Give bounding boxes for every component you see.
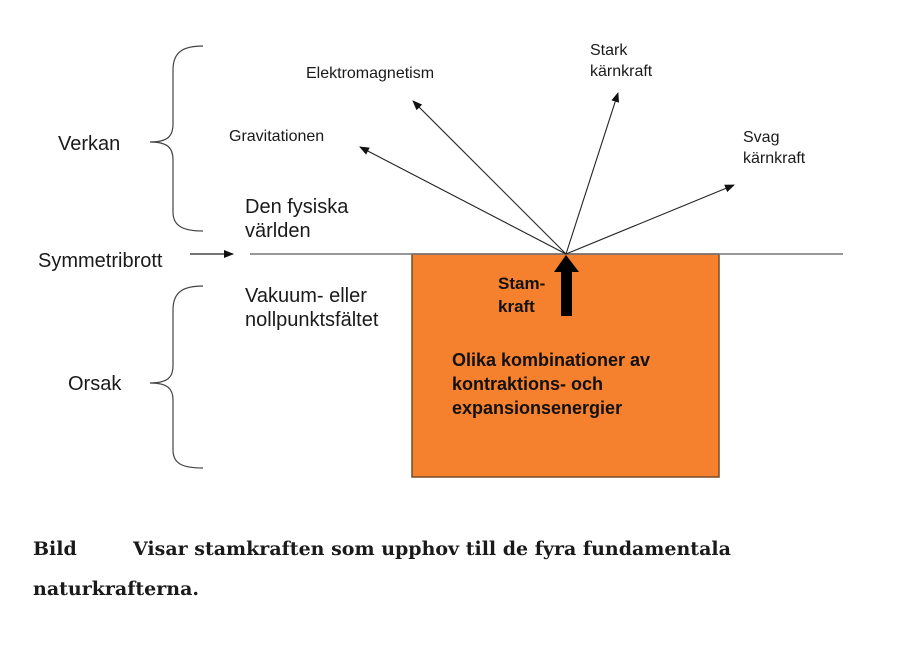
gravitation-label: Gravitationen xyxy=(229,128,325,145)
vacuum-field-line-2: nollpunktsfältet xyxy=(245,309,379,331)
cause-label: Orsak xyxy=(68,373,122,395)
vacuum-field-line-1: Vakuum- eller xyxy=(245,285,367,307)
vacuum-field-label: Vakuum- eller nollpunktsfältet xyxy=(245,284,378,332)
stem-force-line-1: Stam- xyxy=(498,274,546,293)
energy-description-line-3: expansionsenergier xyxy=(452,398,623,418)
strong-nuclear-arrow xyxy=(565,92,620,255)
physical-world-line-1: Den fysiska xyxy=(245,196,349,218)
cause-brace xyxy=(149,285,204,469)
electromagnetism-arrow xyxy=(412,100,567,255)
stem-force-line-2: kraft xyxy=(498,297,535,316)
gravitation-arrow xyxy=(359,146,567,255)
energy-description: Olika kombinationer av kontraktions- och… xyxy=(452,348,650,420)
figure-caption-line-2: naturkrafterna. xyxy=(33,578,199,600)
electromagnetism-label: Elektromagnetism xyxy=(306,65,435,82)
stem-force-label: Stam- kraft xyxy=(498,272,545,318)
caption-text-2: naturkrafterna. xyxy=(33,578,199,600)
figure-caption-line-1: Bild Visar stamkraften som upphov till de… xyxy=(33,538,731,560)
strong-nuclear-line-2: kärnkraft xyxy=(590,63,653,80)
weak-nuclear-arrow xyxy=(565,184,735,255)
weak-nuclear-line-2: kärnkraft xyxy=(743,150,806,167)
stem-force-arrow xyxy=(554,255,579,316)
caption-text-1: Visar stamkraften som upphov till de fyr… xyxy=(133,538,731,560)
caption-tag: Bild xyxy=(33,538,77,560)
weak-nuclear-line-1: Svag xyxy=(743,129,780,146)
weak-nuclear-label: Svag kärnkraft xyxy=(743,127,805,169)
energy-description-line-1: Olika kombinationer av xyxy=(452,350,651,370)
strong-nuclear-label: Stark kärnkraft xyxy=(590,40,652,82)
strong-nuclear-line-1: Stark xyxy=(590,42,628,59)
energy-description-line-2: kontraktions- och xyxy=(452,374,604,394)
symmetry-break-label: Symmetribrott xyxy=(38,250,163,272)
effect-brace xyxy=(149,45,204,232)
physical-world-line-2: världen xyxy=(245,220,311,242)
physical-world-label: Den fysiska världen xyxy=(245,195,348,243)
effect-label: Verkan xyxy=(58,133,121,155)
